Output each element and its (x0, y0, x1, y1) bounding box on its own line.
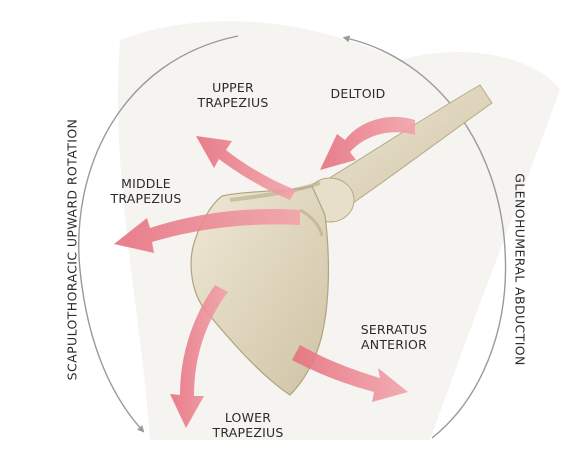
label-lower-trapezius-line2: TRAPEZIUS (212, 425, 284, 440)
label-scapulothoracic-rotation: SCAPULOTHORACIC UPWARD ROTATION (64, 118, 80, 381)
label-serratus-anterior: SERRATUS ANTERIOR (344, 322, 444, 352)
label-upper-trapezius: UPPER TRAPEZIUS (188, 80, 278, 110)
label-upper-trapezius-line1: UPPER (212, 80, 254, 95)
left-rotation-arc (78, 35, 239, 433)
middle-trapezius-arrow (114, 209, 300, 253)
lower-trapezius-arrow (170, 285, 228, 428)
label-upper-trapezius-line2: TRAPEZIUS (197, 95, 269, 110)
label-lower-trapezius: LOWER TRAPEZIUS (198, 410, 298, 440)
scapula-bone (190, 185, 330, 396)
label-glenohumeral-abduction: GLENOHUMERAL ABDUCTION (512, 173, 528, 366)
label-deltoid-text: DELTOID (330, 86, 386, 101)
scapular-spine (229, 181, 321, 202)
label-middle-trapezius-line1: MIDDLE (121, 176, 171, 191)
right-rotation-arc (342, 35, 507, 439)
label-middle-trapezius: MIDDLE TRAPEZIUS (96, 176, 196, 206)
label-middle-trapezius-line2: TRAPEZIUS (110, 191, 182, 206)
label-serratus-anterior-line2: ANTERIOR (361, 337, 427, 352)
humerus-bone (317, 84, 493, 213)
upper-trapezius-arrow (196, 136, 296, 200)
deltoid-arrow (320, 116, 415, 170)
serratus-anterior-arrow (292, 345, 408, 402)
label-lower-trapezius-line1: LOWER (224, 410, 272, 425)
coracoid (299, 208, 324, 237)
label-serratus-anterior-line1: SERRATUS (360, 322, 428, 337)
label-deltoid: DELTOID (318, 86, 398, 101)
